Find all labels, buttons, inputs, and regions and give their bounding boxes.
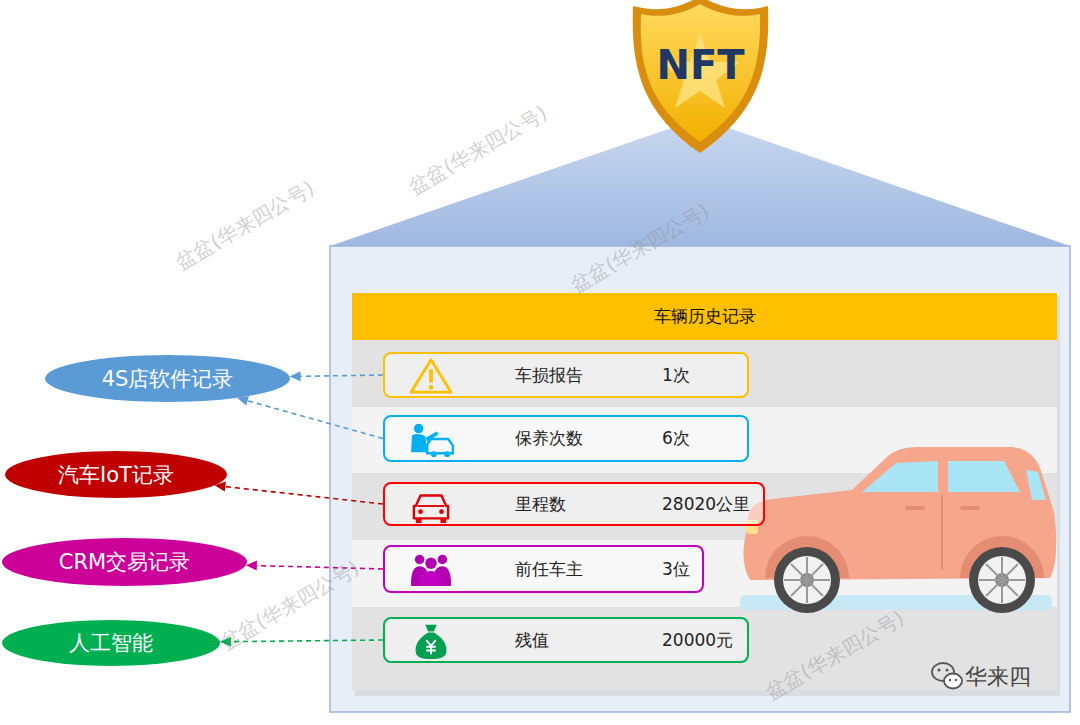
source-oval: 汽车IoT记录 <box>5 451 227 498</box>
record-row: 里程数 28020公里 <box>383 482 765 526</box>
record-name: 车损报告 <box>515 354 583 396</box>
table-stripe <box>352 607 1057 690</box>
car-window <box>1026 470 1046 500</box>
watermark: 盆盆(华来四公号) <box>171 174 319 275</box>
connector-line <box>255 566 383 569</box>
record-name: 残值 <box>515 619 549 661</box>
car-handle <box>960 506 980 510</box>
dashed-connector <box>214 482 383 504</box>
house-body <box>330 246 1070 712</box>
record-value: 28020公里 <box>662 484 750 524</box>
record-name: 前任车主 <box>515 547 583 591</box>
car-wheel <box>969 547 1035 613</box>
source-oval: 4S店软件记录 <box>45 355 290 402</box>
car-door-line <box>941 495 943 570</box>
source-oval: CRM交易记录 <box>2 538 247 586</box>
nft-badge: NFT <box>628 0 773 156</box>
connector-line <box>246 400 383 438</box>
record-row: 车损报告 1次 <box>383 352 749 398</box>
row-icon <box>405 550 457 588</box>
badge-label: NFT <box>628 42 773 88</box>
dashed-connector <box>237 396 383 439</box>
row-icon <box>405 420 457 458</box>
source-oval: 人工智能 <box>2 620 220 666</box>
car-wheel <box>774 547 840 613</box>
car-window <box>948 461 1020 492</box>
record-row: 残值 20000元 <box>383 617 749 663</box>
history-panel: 车辆历史记录车损报告 1次保养次数 6次里程数 28020公里前任车主 3位残值 2000… <box>352 293 1057 690</box>
car-window <box>862 461 938 492</box>
dashed-connector <box>290 371 383 381</box>
source-name: 汽车IoT记录 <box>58 461 174 489</box>
arrow-head <box>290 371 301 381</box>
dashed-connector <box>246 561 383 571</box>
row-icon <box>405 487 457 525</box>
row-icon <box>405 622 457 660</box>
source-name: 人工智能 <box>69 629 153 657</box>
record-value: 6次 <box>662 417 690 460</box>
record-value: 20000元 <box>662 619 733 661</box>
car-handle <box>905 506 925 510</box>
source-name: 4S店软件记录 <box>102 365 234 393</box>
record-name: 保养次数 <box>515 417 583 460</box>
source-name: CRM交易记录 <box>59 548 190 576</box>
row-icon <box>405 357 457 395</box>
arrow-head <box>246 561 257 571</box>
connector-line <box>223 486 383 504</box>
table-stripe <box>352 340 1057 407</box>
record-value: 3位 <box>662 547 690 591</box>
panel-heading: 车辆历史记录 <box>352 293 1057 340</box>
record-row: 保养次数 6次 <box>383 415 749 462</box>
record-name: 里程数 <box>515 484 566 524</box>
record-row: 前任车主 3位 <box>383 545 704 593</box>
brand-name: 华来四 <box>965 662 1031 692</box>
connector-line <box>299 375 383 376</box>
record-value: 1次 <box>662 354 690 396</box>
